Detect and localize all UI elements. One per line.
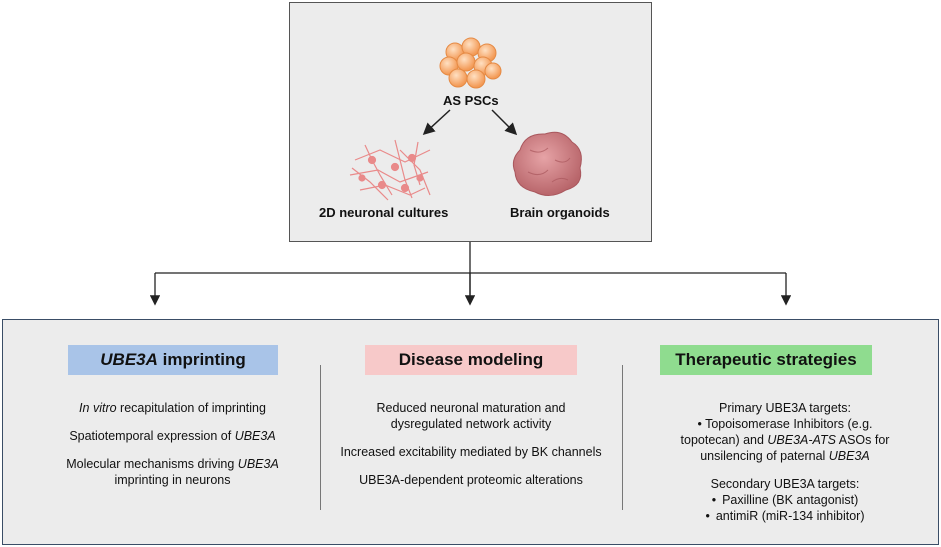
disease-list: Reduced neuronal maturation and dysregul… [340, 400, 602, 500]
neuron-culture-icon [349, 139, 431, 201]
psc-label: AS PSCs [443, 93, 499, 108]
arrow-to-neurons [422, 109, 451, 136]
secondary-target-item: antimiR (miR-134 inhibitor) [640, 508, 930, 524]
organoids-label: Brain organoids [510, 205, 610, 220]
disease-header: Disease modeling [365, 345, 577, 375]
imprinting-list: In vitro recapitulation of imprinting Sp… [30, 400, 315, 500]
secondary-targets-title: Secondary UBE3A targets: [710, 477, 860, 491]
therapy-list: Primary UBE3A targets: • Topoisomerase I… [640, 400, 930, 524]
disease-item: Reduced neuronal maturation and dysregul… [376, 401, 566, 431]
disease-item: Increased excitability mediated by BK ch… [340, 445, 602, 459]
brain-organoid-icon [512, 131, 582, 196]
arrow-to-organoids [491, 109, 518, 136]
therapy-header: Therapeutic strategies [660, 345, 872, 375]
stem-cell-cluster-icon [439, 37, 502, 89]
primary-targets-title: Primary UBE3A targets: [719, 401, 851, 415]
column-divider-right [622, 365, 623, 510]
primary-target-item: • Topoisomerase Inhibitors (e.g. topotec… [680, 417, 890, 463]
imprinting-header: UBE3A imprinting [68, 345, 278, 375]
disease-item: UBE3A-dependent proteomic alterations [359, 473, 583, 487]
imprinting-item: Spatiotemporal expression of UBE3A [69, 429, 276, 443]
secondary-target-item: Paxilline (BK antagonist) [640, 492, 930, 508]
column-divider-left [320, 365, 321, 510]
neurons-label: 2D neuronal cultures [319, 205, 449, 220]
imprinting-item: In vitro recapitulation of imprinting [79, 401, 266, 415]
